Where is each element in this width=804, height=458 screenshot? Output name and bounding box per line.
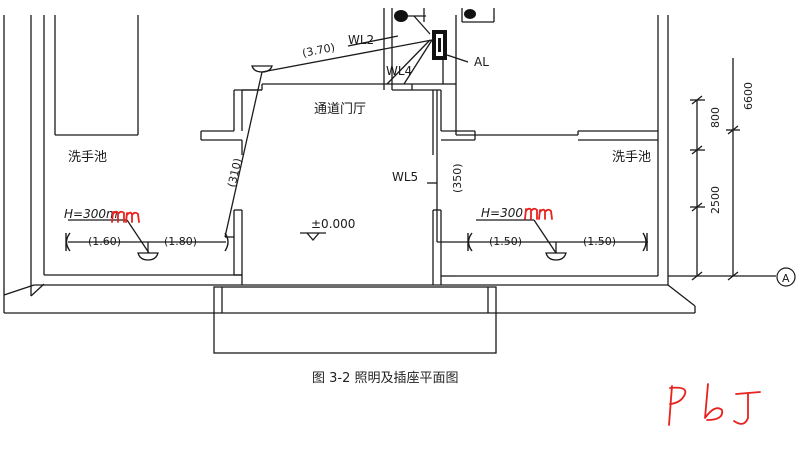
dim-370: (3.70) (301, 41, 336, 60)
distribution-box-al (432, 30, 447, 60)
handwritten-mm-left (111, 210, 140, 223)
elevation-marker (300, 232, 326, 241)
right-room-walls (412, 15, 658, 285)
axis-marker-a: A (776, 267, 796, 287)
dimension-lines (668, 58, 776, 281)
sink-label-left: 洗手池 (68, 150, 107, 165)
wl2-label: WL2 (348, 33, 374, 47)
sink-label-right: 洗手池 (612, 150, 651, 165)
elevation-label: ±0.000 (311, 217, 355, 231)
figure-caption: 图 3-2 照明及插座平面图 (312, 371, 459, 386)
handwritten-mm-right (524, 207, 553, 220)
dim-180: (1.80) (164, 235, 197, 248)
al-label: AL (474, 55, 489, 69)
fixtures (65, 65, 648, 261)
axis-a-label: A (782, 272, 790, 285)
lobby-label: 通道门厅 (314, 102, 366, 117)
dim-350: (350) (451, 163, 464, 193)
wl5-label: WL5 (392, 170, 418, 184)
entrance-step (213, 286, 497, 354)
outer-wall (3, 15, 696, 314)
dim-800: 800 (709, 107, 722, 128)
left-room-walls (54, 15, 262, 285)
dim-150-b: (1.50) (583, 235, 616, 248)
dim-6600: 6600 (742, 82, 755, 110)
dim-310: (310) (225, 157, 244, 189)
top-door (261, 8, 495, 91)
handwritten-signature (668, 383, 761, 426)
dim-150-a: (1.50) (489, 235, 522, 248)
top-fixtures (394, 9, 476, 22)
wl4-label: WL4 (386, 64, 412, 78)
dim-160: (1.60) (88, 235, 121, 248)
height-label-right: H=300 (481, 206, 523, 220)
height-label-left: H=300m (64, 207, 118, 221)
dim-2500: 2500 (709, 186, 722, 214)
